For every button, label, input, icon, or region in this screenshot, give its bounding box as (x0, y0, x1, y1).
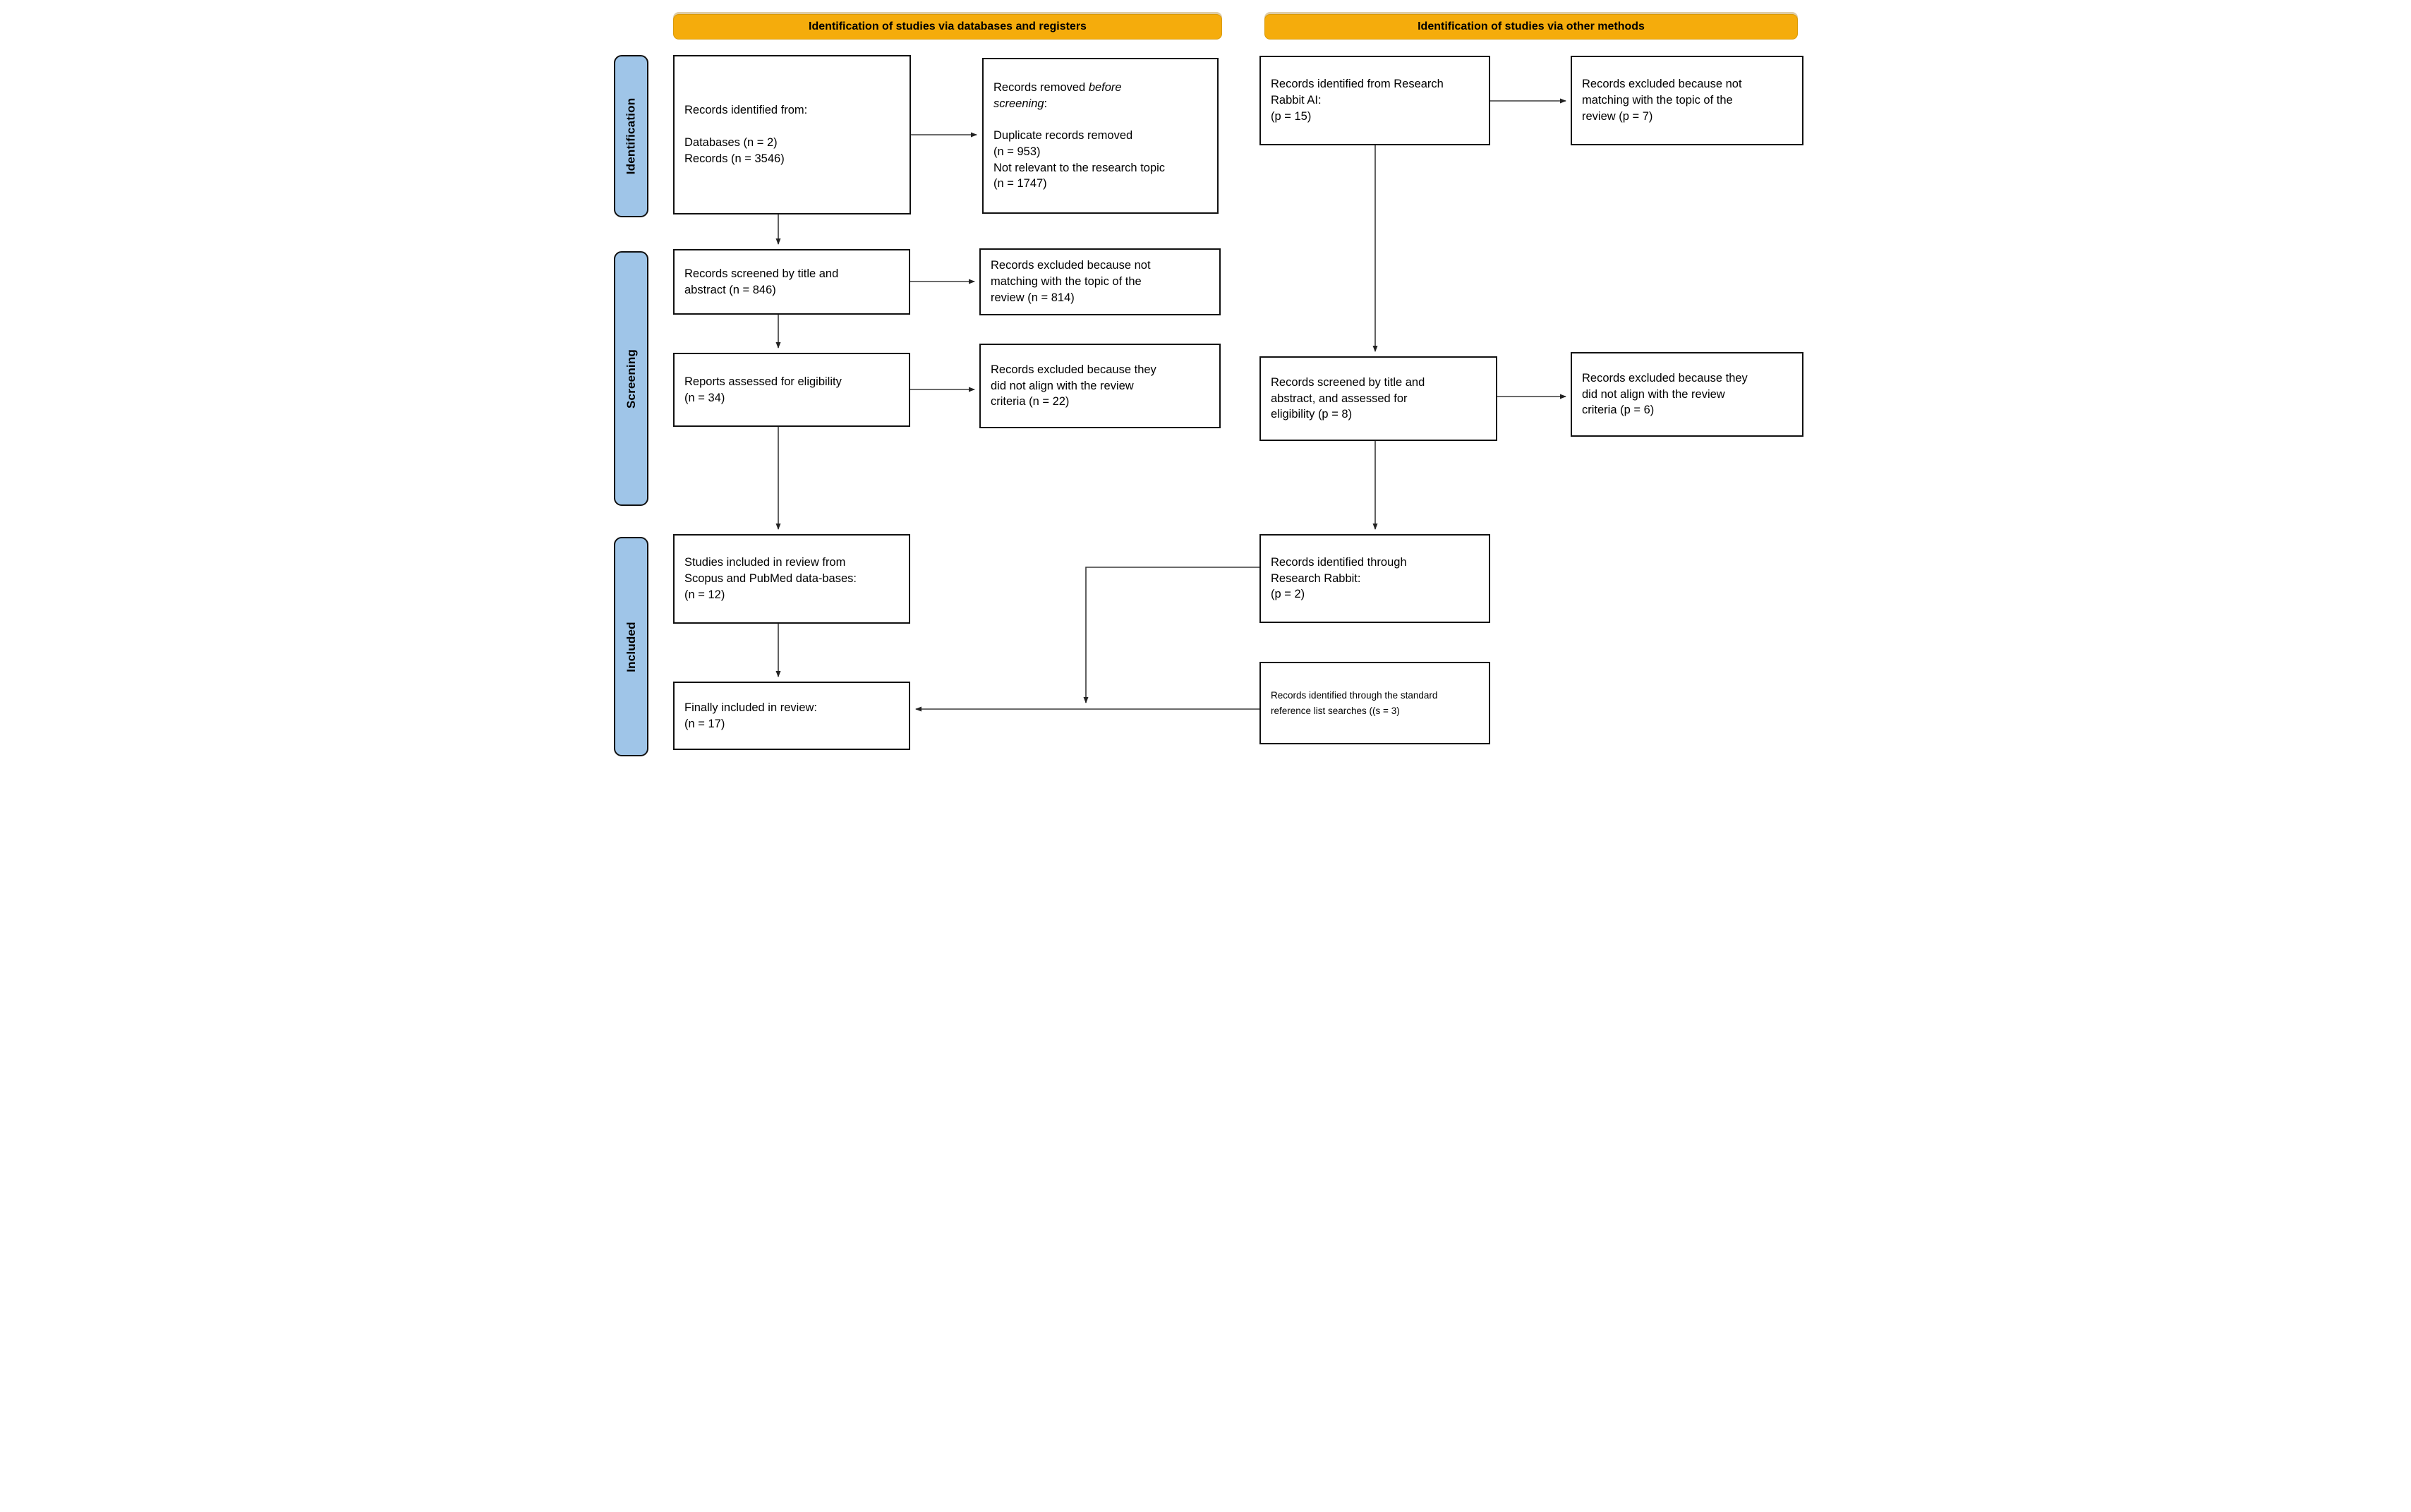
box-records-excluded-topic-databases: Records excluded because not matching wi… (979, 248, 1221, 315)
arrow-rr-included-to-finally (1083, 567, 1259, 703)
box-records-screened-databases: Records screened by title and abstract (… (673, 249, 910, 315)
box-studies-included-scopus-pubmed: Studies included in review from Scopus a… (673, 534, 910, 624)
header-other-methods: Identification of studies via other meth… (1264, 14, 1798, 40)
box-records-excluded-criteria-databases: Records excluded because they did not al… (979, 344, 1221, 428)
stage-identification-label: Identification (624, 97, 638, 175)
box-records-removed-before-screening: Records removed before screening: Duplic… (982, 58, 1219, 214)
box-records-removed-text: Records removed before screening: Duplic… (993, 80, 1166, 190)
box-records-identified-through-research-rabbit: Records identified through Research Rabb… (1259, 534, 1490, 623)
stage-screening: Screening (614, 251, 648, 506)
stage-included-label: Included (624, 621, 638, 672)
box-records-reference-list-searches: Records identified through the standard … (1259, 662, 1490, 744)
box-records-excluded-criteria-other: Records excluded because they did not al… (1571, 352, 1803, 437)
box-records-excluded-topic-other: Records excluded because not matching wi… (1571, 56, 1803, 145)
prisma-flow-diagram: Identification of studies via databases … (603, 0, 1808, 756)
box-records-identified-research-rabbit-ai: Records identified from Research Rabbit … (1259, 56, 1490, 145)
stage-screening-label: Screening (624, 349, 638, 409)
box-records-screened-other: Records screened by title and abstract, … (1259, 356, 1497, 441)
box-finally-included: Finally included in review: (n = 17) (673, 682, 910, 750)
stage-included: Included (614, 537, 648, 756)
header-databases-registers: Identification of studies via databases … (673, 14, 1222, 40)
stage-identification: Identification (614, 55, 648, 217)
box-records-identified-databases: Records identified from: Databases (n = … (673, 55, 911, 214)
box-reports-assessed-eligibility: Reports assessed for eligibility (n = 34… (673, 353, 910, 427)
